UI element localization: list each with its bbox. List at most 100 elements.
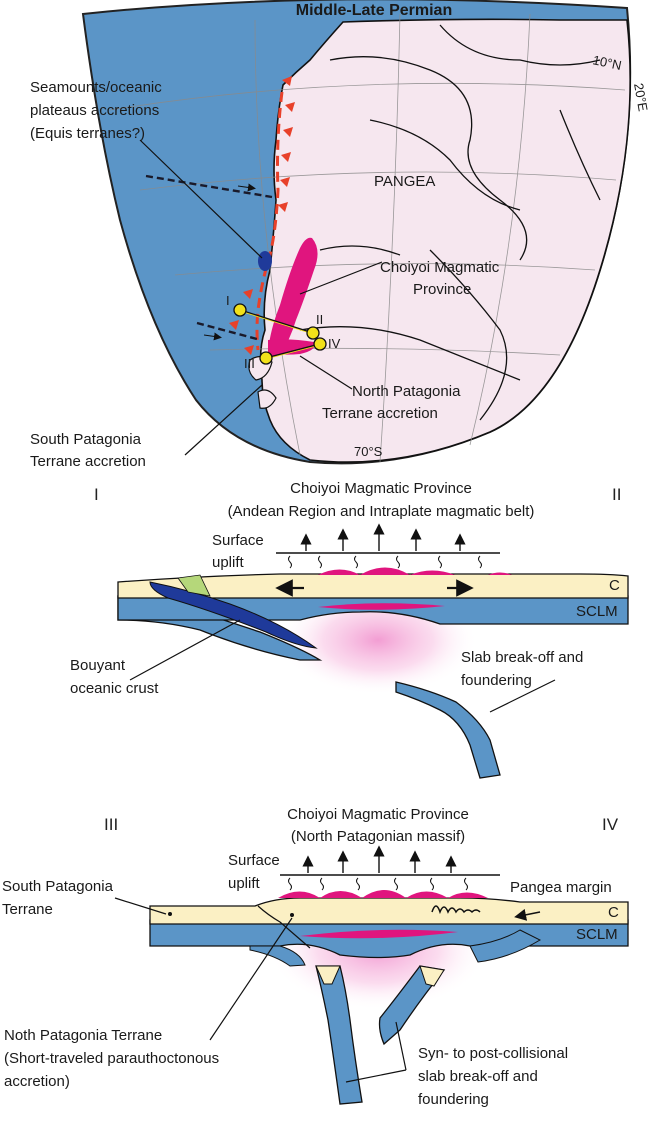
section2-terrane-dot-right [290, 913, 294, 917]
section1-sclm-label: SCLM [576, 603, 618, 620]
section1-accretion-wedge [177, 574, 211, 597]
section1-bouyant-1: Bouyant [70, 657, 126, 674]
cross-section-III-IV: III IV Choiyoi Magmatic Province (North … [2, 806, 629, 1108]
lat-label-bottom: 70°S [354, 444, 383, 459]
choiyoi-magmatic-belt [268, 237, 318, 357]
plate-motion-arrow-north [237, 183, 256, 192]
point-IV [313, 337, 327, 351]
point-II [306, 326, 320, 340]
section2-uplift-arrows [302, 845, 457, 873]
section2-right-slab-tip [419, 965, 445, 987]
pangea-landmass [259, 18, 631, 463]
point-II-label: II [316, 312, 323, 327]
section2-syn-3: foundering [418, 1091, 489, 1108]
leader-bouyant [129, 619, 241, 681]
section2-syn-2: slab break-off and [418, 1068, 538, 1085]
leader-south-patagonia-terrane [114, 897, 167, 915]
point-IV-label: IV [328, 336, 341, 351]
graticule [109, 13, 626, 463]
subduction-zone [255, 91, 284, 351]
section2-uplift-2: uplift [228, 875, 261, 892]
section2-crust [149, 897, 629, 925]
section1-oceanic-crust [149, 581, 318, 649]
section2-folds [431, 905, 481, 915]
section1-squiggles [288, 555, 482, 569]
leader-south-patagonia [184, 384, 263, 456]
south-patagonia-label-1: South Patagonia [30, 431, 142, 448]
seamounts-label-2: plateaus accretions [30, 102, 159, 119]
paleogeographic-map: Middle-Late Permian 10°N 20°E 70°S PANGE… [30, 0, 651, 470]
section1-crust-label: C [609, 577, 620, 594]
section1-title-1: Choiyoi Magmatic Province [290, 480, 472, 497]
section1-broken-slab [395, 681, 501, 779]
section2-upper-magma [278, 890, 488, 898]
lat-label-top: 10°N [591, 52, 623, 73]
section-line-III-IV [265, 343, 321, 359]
leader-choiyoi [299, 261, 383, 295]
section2-north-patagonia-3: accretion) [4, 1073, 70, 1090]
plate-motion-arrow-south [203, 332, 222, 341]
section1-lower-magma [318, 603, 445, 610]
section2-syn-1: Syn- to post-collisional [418, 1045, 568, 1062]
section2-left-slab-root [249, 945, 306, 967]
section1-crust [117, 573, 629, 599]
section2-left-end: III [104, 815, 118, 834]
point-III-label: III [244, 356, 255, 371]
section1-uplift-1: Surface [212, 532, 264, 549]
choiyoi-label-1: Choiyoi Magmatic [380, 259, 500, 276]
internal-sutures [299, 24, 601, 421]
point-III [259, 351, 273, 365]
north-patagonia-label-1: North Patagonia [352, 383, 461, 400]
section2-left-slab-tip [315, 965, 341, 985]
section2-uplift-1: Surface [228, 852, 280, 869]
choiyoi-label-2: Province [413, 281, 471, 298]
point-I-label: I [226, 293, 230, 308]
section2-north-patagonia-2: (Short-traveled parauthoctonous [4, 1050, 219, 1067]
section1-bouyant-2: oceanic crust [70, 680, 159, 697]
section2-sclm-label: SCLM [576, 926, 618, 943]
section1-upper-magma [318, 567, 455, 575]
section1-slab-2: foundering [461, 672, 532, 689]
section1-uplift-2: uplift [212, 554, 245, 571]
section2-terrane-dot-left [168, 912, 172, 916]
section1-slab-1: Slab break-off and [461, 649, 583, 666]
north-patagonia-label-2: Terrane accretion [322, 405, 438, 422]
section2-title-1: Choiyoi Magmatic Province [287, 806, 469, 823]
pangea-label: PANGEA [374, 173, 435, 190]
lon-label-right: 20°E [631, 82, 651, 113]
section1-uplift-arrows [300, 523, 466, 551]
cross-section-I-II: I II Choiyoi Magmatic Province (Andean R… [70, 480, 629, 779]
section1-right-end: II [612, 485, 621, 504]
section2-left-broken-slab [315, 965, 363, 1105]
leader-north-patagonia [299, 355, 353, 390]
section-line-I-II-hl [239, 310, 314, 335]
section2-pangea-arrow [514, 908, 541, 921]
section-line-I-II [239, 309, 314, 334]
point-I [233, 303, 247, 317]
leader-slab [489, 679, 556, 713]
section2-mantle [149, 919, 629, 959]
subduction-teeth [229, 76, 295, 355]
section1-left-end: I [94, 485, 99, 504]
section2-lower-magma [300, 929, 458, 939]
section2-terrane-suture [257, 905, 311, 949]
seamounts-label-3: (Equis terranes?) [30, 125, 145, 142]
leader-noth-patagonia [209, 917, 293, 1041]
section2-north-patagonia-1: Noth Patagonia Terrane [4, 1027, 162, 1044]
south-patagonia-label-2: Terrane accretion [30, 453, 146, 470]
map-title: Middle-Late Permian [296, 2, 452, 19]
leader-seamounts [139, 139, 263, 259]
section2-south-patagonia-2: Terrane [2, 901, 53, 918]
leader-syn-collisional [345, 1021, 407, 1083]
section2-right-slab-root [469, 929, 542, 963]
section2-right-end: IV [602, 815, 619, 834]
choiyoi-magmatic-south [268, 339, 315, 355]
section2-south-patagonia-1: South Patagonia [2, 878, 114, 895]
section2-pangea-margin: Pangea margin [510, 879, 612, 896]
section2-title-2: (North Patagonian massif) [291, 828, 465, 845]
section1-title-2: (Andean Region and Intraplate magmatic b… [228, 503, 535, 520]
section2-squiggles [288, 877, 468, 891]
section-line-III-IV-hl [265, 344, 321, 360]
seamount-body [258, 251, 272, 271]
